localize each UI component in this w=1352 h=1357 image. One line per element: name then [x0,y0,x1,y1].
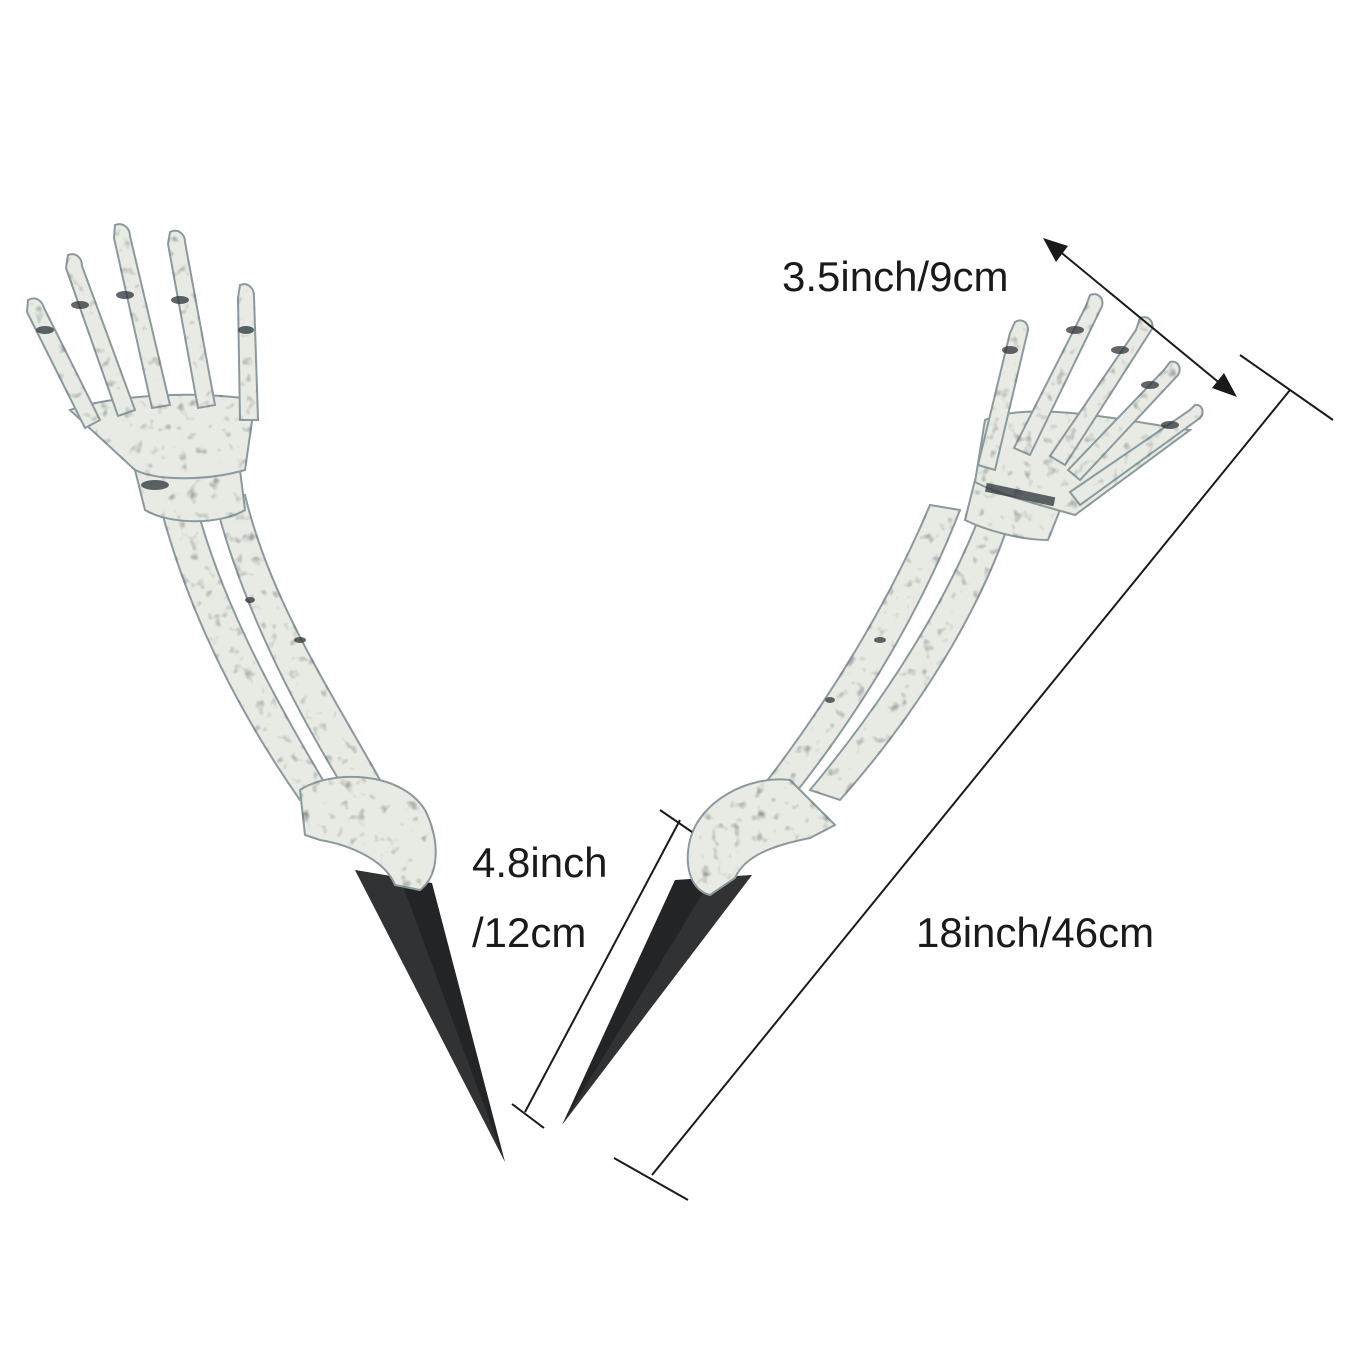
stake-length-label-line2: /12cm [472,909,587,956]
total-length-label: 18inch/46cm [916,909,1155,956]
left-palm [68,393,257,480]
right-elbow [686,778,837,897]
left-finger-4 [166,229,217,410]
right-finger-3 [1048,316,1154,467]
right-finger-1 [976,319,1030,472]
hand-width-label: 3.5inch/9cm [782,253,1009,300]
right-finger-2 [1012,293,1104,457]
left-elbow [298,775,437,892]
total-length-dimension [613,354,1334,1201]
left-finger-3 [112,223,172,410]
left-finger-2 [64,253,137,418]
right-finger-4 [1066,360,1181,482]
stake-length-dimension [511,809,693,1129]
right-skeleton-arm [562,293,1204,1125]
left-skeleton-arm [25,223,505,1162]
right-ulna-bone [808,513,1012,802]
right-finger-5 [1068,403,1204,507]
stake-length-label-line1: 4.8inch [472,839,608,886]
hand-width-dimension [1043,238,1237,397]
left-finger-5 [236,283,260,421]
